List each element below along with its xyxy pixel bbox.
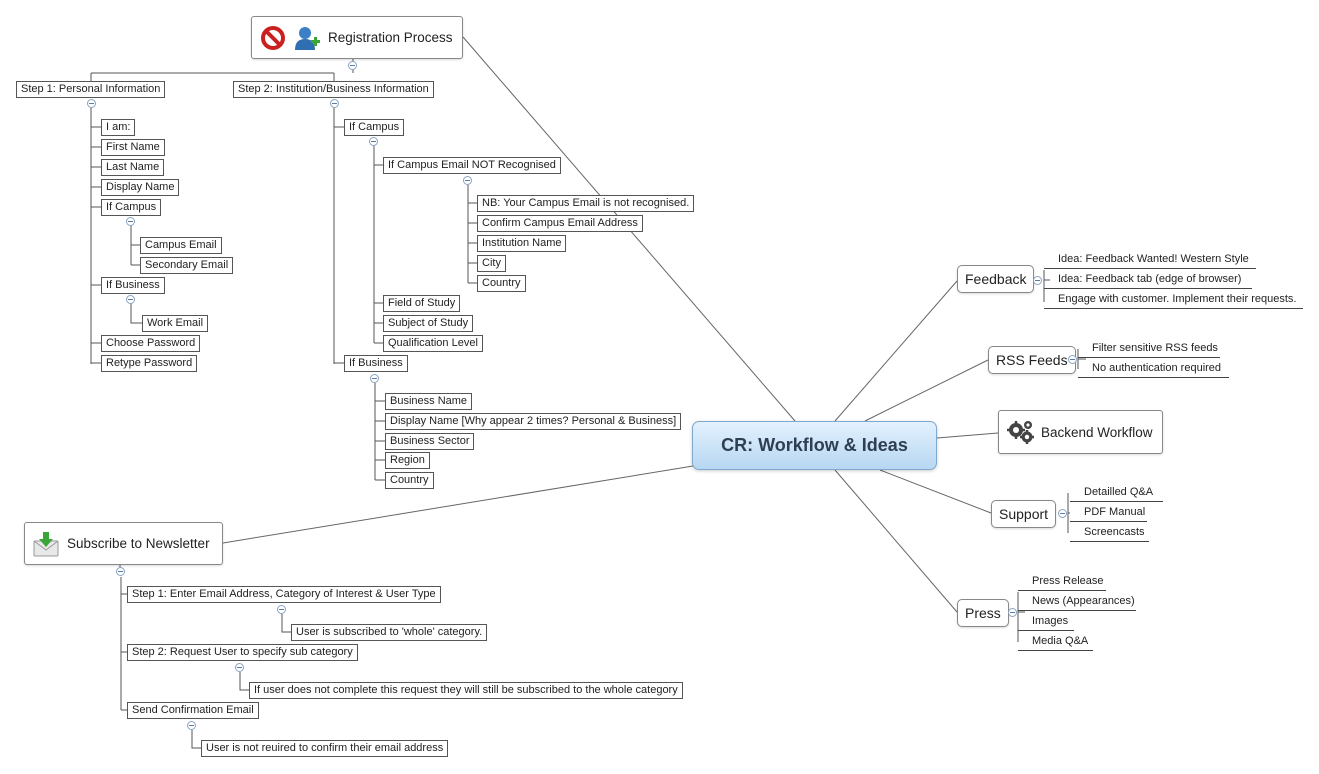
central-topic-label: CR: Workflow & Ideas <box>721 435 908 455</box>
add-user-icon <box>294 25 322 51</box>
newsletter-step2-toggle[interactable] <box>235 663 244 672</box>
field-confirm-campus-email[interactable]: Confirm Campus Email Address <box>477 215 643 232</box>
not-recognised-toggle[interactable] <box>463 176 472 185</box>
registration-collapse-toggle[interactable] <box>348 61 357 70</box>
step2-if-business[interactable]: If Business <box>344 355 408 372</box>
step2-if-business-toggle[interactable] <box>370 374 379 383</box>
feedback-engage-customer[interactable]: Engage with customer. Implement their re… <box>1044 292 1303 309</box>
field-region[interactable]: Region <box>385 452 430 469</box>
backend-workflow-label: Backend Workflow <box>1041 424 1153 440</box>
support-screencasts[interactable]: Screencasts <box>1070 525 1149 542</box>
support-pdf-manual[interactable]: PDF Manual <box>1070 505 1147 522</box>
newsletter-step1[interactable]: Step 1: Enter Email Address, Category of… <box>127 586 441 603</box>
feedback-topic[interactable]: Feedback <box>957 265 1035 293</box>
gears-icon <box>1007 419 1035 445</box>
step2-if-campus-toggle[interactable] <box>369 137 378 146</box>
field-secondary-email[interactable]: Secondary Email <box>140 257 234 274</box>
nb-campus-email-not-recognised[interactable]: NB: Your Campus Email is not recognised. <box>477 195 695 212</box>
press-images[interactable]: Images <box>1018 614 1074 631</box>
newsletter-step1-toggle[interactable] <box>277 605 286 614</box>
step1-if-business-toggle[interactable] <box>126 295 135 304</box>
field-last-name[interactable]: Last Name <box>101 159 165 176</box>
field-field-of-study[interactable]: Field of Study <box>383 295 461 312</box>
step1-collapse-toggle[interactable] <box>87 99 96 108</box>
download-mail-icon <box>33 531 59 557</box>
press-release[interactable]: Press Release <box>1018 574 1106 591</box>
newsletter-confirm-toggle[interactable] <box>187 721 196 730</box>
newsletter-step2[interactable]: Step 2: Request User to specify sub cate… <box>127 644 358 661</box>
step1-if-campus[interactable]: If Campus <box>101 199 162 216</box>
feedback-toggle[interactable] <box>1033 276 1042 285</box>
step1-personal-information[interactable]: Step 1: Personal Information <box>16 81 166 98</box>
step2-institution-business-information[interactable]: Step 2: Institution/Business Information <box>233 81 434 98</box>
field-qualification-level[interactable]: Qualification Level <box>383 335 483 352</box>
field-i-am[interactable]: I am: <box>101 119 136 136</box>
press-media-qa[interactable]: Media Q&A <box>1018 634 1093 651</box>
field-first-name[interactable]: First Name <box>101 139 165 156</box>
no-entry-icon <box>260 25 286 51</box>
rss-feeds-topic[interactable]: RSS Feeds <box>988 346 1076 374</box>
registration-process-topic[interactable]: Registration Process <box>251 16 463 59</box>
step1-if-campus-toggle[interactable] <box>126 217 135 226</box>
field-display-name[interactable]: Display Name <box>101 179 180 196</box>
field-retype-password[interactable]: Retype Password <box>101 355 198 372</box>
support-toggle[interactable] <box>1058 509 1067 518</box>
field-business-display-name[interactable]: Display Name [Why appear 2 times? Person… <box>385 413 682 430</box>
backend-workflow-topic[interactable]: Backend Workflow <box>998 410 1163 454</box>
field-business-country[interactable]: Country <box>385 472 434 489</box>
newsletter-send-confirmation[interactable]: Send Confirmation Email <box>127 702 259 719</box>
rss-filter-sensitive[interactable]: Filter sensitive RSS feeds <box>1078 341 1220 358</box>
rss-no-authentication[interactable]: No authentication required <box>1078 361 1229 378</box>
field-institution-name[interactable]: Institution Name <box>477 235 567 252</box>
support-detailled-qa[interactable]: Detailled Q&A <box>1070 485 1163 502</box>
field-subject-of-study[interactable]: Subject of Study <box>383 315 474 332</box>
newsletter-step1-note[interactable]: User is subscribed to 'whole' category. <box>291 624 488 641</box>
field-choose-password[interactable]: Choose Password <box>101 335 201 352</box>
field-city[interactable]: City <box>477 255 506 272</box>
step1-if-business[interactable]: If Business <box>101 277 165 294</box>
newsletter-step2-note[interactable]: If user does not complete this request t… <box>249 682 683 699</box>
newsletter-collapse-toggle[interactable] <box>116 567 125 576</box>
step2-collapse-toggle[interactable] <box>330 99 339 108</box>
field-business-name[interactable]: Business Name <box>385 393 473 410</box>
feedback-idea-tab[interactable]: Idea: Feedback tab (edge of browser) <box>1044 272 1252 289</box>
feedback-idea-western-style[interactable]: Idea: Feedback Wanted! Western Style <box>1044 252 1256 269</box>
support-topic[interactable]: Support <box>991 500 1057 528</box>
central-topic[interactable]: CR: Workflow & Ideas <box>692 421 937 470</box>
subscribe-newsletter-topic[interactable]: Subscribe to Newsletter <box>24 522 223 565</box>
rss-toggle[interactable] <box>1068 355 1077 364</box>
field-campus-country[interactable]: Country <box>477 275 526 292</box>
campus-email-not-recognised[interactable]: If Campus Email NOT Recognised <box>383 157 561 174</box>
subscribe-newsletter-label: Subscribe to Newsletter <box>67 536 210 551</box>
field-campus-email[interactable]: Campus Email <box>140 237 222 254</box>
field-business-sector[interactable]: Business Sector <box>385 433 475 450</box>
newsletter-confirm-note[interactable]: User is not reuired to confirm their ema… <box>201 740 449 757</box>
registration-process-label: Registration Process <box>328 30 453 45</box>
press-news-appearances[interactable]: News (Appearances) <box>1018 594 1136 611</box>
press-toggle[interactable] <box>1008 608 1017 617</box>
field-work-email[interactable]: Work Email <box>142 315 209 332</box>
press-topic[interactable]: Press <box>957 599 1009 627</box>
step2-if-campus[interactable]: If Campus <box>344 119 405 136</box>
